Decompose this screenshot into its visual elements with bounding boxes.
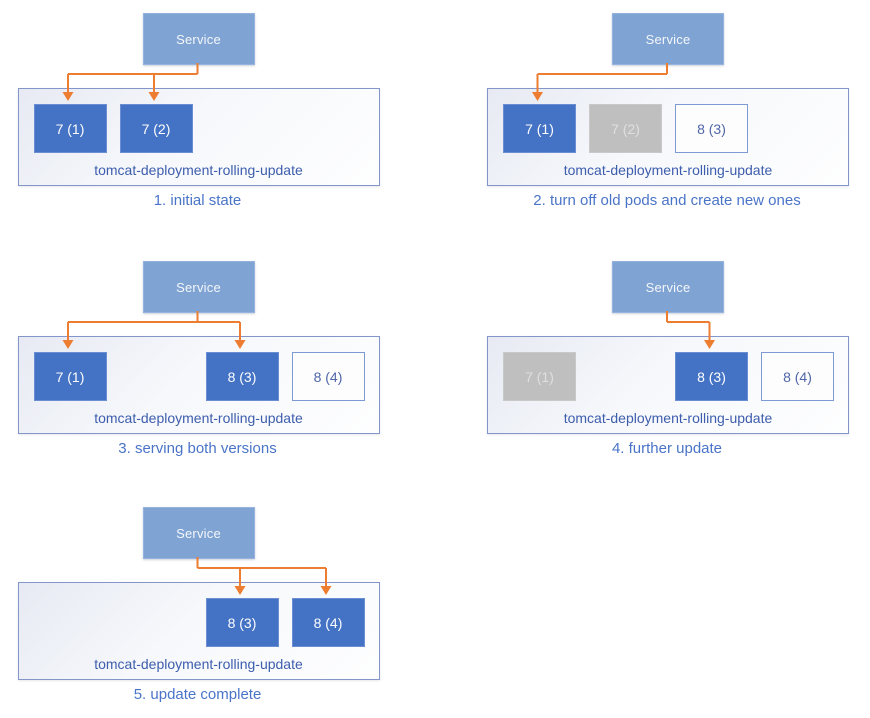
pod-8-4: 8 (4) (291, 352, 365, 401)
deployment-box: 8 (3)8 (4) tomcat-deployment-rolling-upda… (17, 582, 380, 680)
service-box: Service (142, 261, 255, 313)
pod-7-1: 7 (1) (33, 352, 107, 401)
pod-8-3: 8 (3) (675, 352, 748, 401)
service-box: Service (612, 261, 724, 313)
panel-2: Service 7 (1) 7 (2) 8 (3) tomcat-deployment-… (435, 0, 870, 240)
deployment-box: 7 (1) 7 (2) 8 (3) tomcat-deployment-rolling… (487, 88, 849, 186)
pod-7-2: 7 (2) (589, 104, 662, 153)
panel-caption: 1. initial state (153, 192, 242, 209)
pod-8-3: 8 (3) (205, 352, 279, 401)
service-box: Service (142, 507, 255, 559)
pod-7-1: 7 (1) (33, 104, 107, 153)
pod-8-4: 8 (4) (761, 352, 834, 401)
deployment-box: 7 (1)7 (2) tomcat-deployment-rolling-upda… (17, 88, 380, 186)
panel-caption: 3. serving both versions (118, 440, 277, 457)
deployment-label: tomcat-deployment-rolling-update (563, 162, 773, 178)
panel-caption: 5. update complete (133, 686, 262, 703)
deployment-label: tomcat-deployment-rolling-update (94, 410, 303, 426)
panel-1: Service 7 (1)7 (2) tomcat-deployment-rolli… (0, 0, 435, 240)
deployment-box: 7 (1) 8 (3)8 (4) tomcat-deployment-rolling… (17, 336, 380, 434)
pod-8-3: 8 (3) (205, 598, 279, 647)
pod-7-2: 7 (2) (119, 104, 193, 153)
pod-7-1: 7 (1) (503, 104, 576, 153)
panel-caption: 2. turn off old pods and create new ones (533, 192, 801, 209)
service-box: Service (612, 13, 724, 65)
deployment-label: tomcat-deployment-rolling-update (94, 656, 303, 672)
deployment-box: 7 (1) 8 (3) 8 (4) tomcat-deployment-rolling… (487, 336, 849, 434)
deployment-label: tomcat-deployment-rolling-update (94, 162, 303, 178)
panel-5: Service 8 (3)8 (4) tomcat-deployment-rolli… (0, 494, 435, 718)
deployment-label: tomcat-deployment-rolling-update (563, 410, 773, 426)
pod-7-1: 7 (1) (503, 352, 576, 401)
panel-4: Service 7 (1) 8 (3) 8 (4) tomcat-deployment-… (435, 248, 870, 488)
pod-8-3: 8 (3) (675, 104, 748, 153)
panel-3: Service 7 (1) 8 (3)8 (4) tomcat-deployment-… (0, 248, 435, 488)
pod-8-4: 8 (4) (291, 598, 365, 647)
service-box: Service (142, 13, 255, 65)
panel-caption: 4. further update (611, 440, 723, 457)
